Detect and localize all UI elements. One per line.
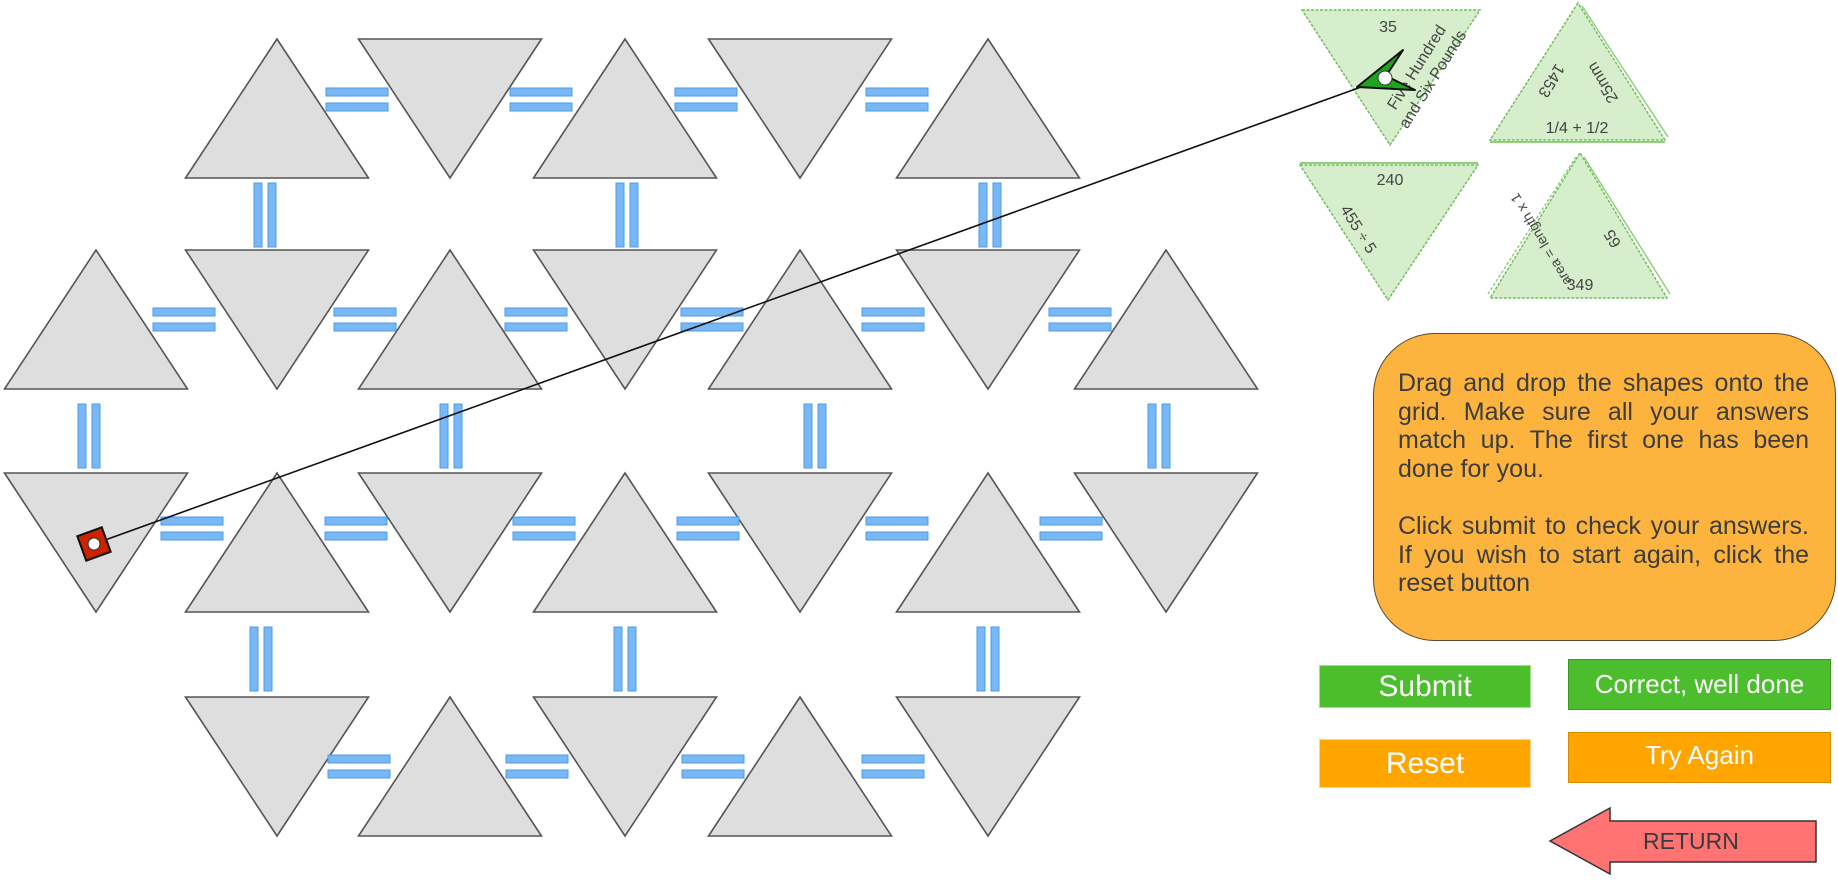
grid-slots — [3, 37, 1259, 838]
grid-slot-up[interactable] — [184, 471, 370, 613]
connector-vertical — [77, 403, 101, 469]
submit-button[interactable]: Submit — [1319, 665, 1531, 708]
tile-4-label-right: 65 — [1601, 226, 1625, 250]
tile-4[interactable]: 349 area = length x 1 65 — [1487, 151, 1671, 299]
connector-horizontal — [680, 307, 744, 332]
connector-horizontal — [674, 87, 738, 112]
grid-slot-up[interactable] — [895, 471, 1081, 613]
drag-line — [93, 77, 1387, 545]
tile-3-label-top: 240 — [1377, 172, 1404, 189]
connector-horizontal — [509, 87, 573, 112]
grid-slot-down[interactable] — [357, 38, 543, 180]
tile-1-label-top: 35 — [1379, 19, 1397, 36]
grid-slot-down[interactable] — [895, 249, 1081, 391]
connector-horizontal — [152, 307, 216, 332]
connector-horizontal — [325, 87, 389, 112]
connector-vertical — [613, 626, 637, 692]
connector-vertical — [978, 182, 1002, 248]
return-label: RETURN — [1643, 828, 1739, 854]
connector-horizontal — [681, 754, 745, 779]
connector-horizontal — [676, 516, 740, 541]
tile-3-shape[interactable] — [1298, 164, 1480, 302]
tile-2-label-bottom: 1/4 + 1/2 — [1546, 120, 1609, 137]
tile-2-shape[interactable] — [1488, 1, 1667, 141]
grid-slot-up[interactable] — [357, 695, 543, 837]
connector-vertical — [249, 626, 273, 692]
grid-slot-down[interactable] — [184, 696, 370, 838]
grid-slot-up[interactable] — [707, 695, 893, 837]
grid-slot-up[interactable] — [357, 248, 543, 390]
green-arrow-handle-icon[interactable] — [1356, 49, 1416, 91]
connector-horizontal — [160, 516, 224, 541]
grid-slot-up[interactable] — [532, 37, 718, 179]
instructions-paragraph-1: Drag and drop the shapes onto the grid. … — [1398, 369, 1809, 483]
connector-vertical — [976, 626, 1000, 692]
connector-horizontal — [865, 87, 929, 112]
connector-vertical — [803, 403, 827, 469]
grid-slot-up[interactable] — [895, 37, 1081, 179]
reset-button[interactable]: Reset — [1319, 739, 1531, 788]
try-again-button[interactable]: Try Again — [1568, 732, 1831, 783]
connector-horizontal — [1039, 516, 1103, 541]
instructions-box: Drag and drop the shapes onto the grid. … — [1373, 333, 1836, 641]
grid-slot-down[interactable] — [707, 472, 893, 614]
tile-4-label-bottom: 349 — [1567, 277, 1594, 294]
correct-feedback-button[interactable]: Correct, well done — [1568, 659, 1831, 710]
left-arrow-icon — [1548, 806, 1817, 876]
connector-vertical — [439, 403, 463, 469]
connector-horizontal — [505, 754, 569, 779]
grid-slot-down[interactable] — [532, 696, 718, 838]
connector-horizontal — [327, 754, 391, 779]
connector-horizontal — [861, 754, 925, 779]
connector-vertical — [253, 182, 277, 248]
grid-slot-up[interactable] — [1073, 248, 1259, 390]
tile-2[interactable]: 1/4 + 1/2 1453 25mm — [1488, 1, 1669, 143]
tile-3[interactable]: 240 455 ÷ 5 — [1298, 162, 1480, 302]
grid-slot-up[interactable] — [184, 37, 370, 179]
grid-slot-down[interactable] — [895, 696, 1081, 838]
connector-vertical — [615, 182, 639, 248]
grid-slot-down[interactable] — [357, 472, 543, 614]
grid-slot-down[interactable] — [184, 249, 370, 391]
grid-slot-down[interactable] — [1073, 472, 1259, 614]
grid-slot-down[interactable] — [707, 38, 893, 180]
grid-connectors — [77, 87, 1171, 779]
connector-vertical — [1147, 403, 1171, 469]
grid-slot-up[interactable] — [532, 471, 718, 613]
connector-horizontal — [504, 307, 568, 332]
connector-horizontal — [1048, 307, 1112, 332]
return-button[interactable]: RETURN — [1548, 806, 1820, 876]
connector-horizontal — [861, 307, 925, 332]
connector-horizontal — [512, 516, 576, 541]
grid-slot-up[interactable] — [3, 248, 189, 390]
connector-horizontal — [865, 516, 929, 541]
grid-slot-down[interactable] — [532, 249, 718, 391]
connector-horizontal — [324, 516, 388, 541]
red-square-handle-icon[interactable] — [76, 526, 112, 562]
tile-4-shape[interactable] — [1488, 151, 1669, 299]
grid-slot-up[interactable] — [707, 248, 893, 390]
connector-horizontal — [333, 307, 397, 332]
instructions-paragraph-2: Click submit to check your answers. If y… — [1398, 512, 1809, 597]
